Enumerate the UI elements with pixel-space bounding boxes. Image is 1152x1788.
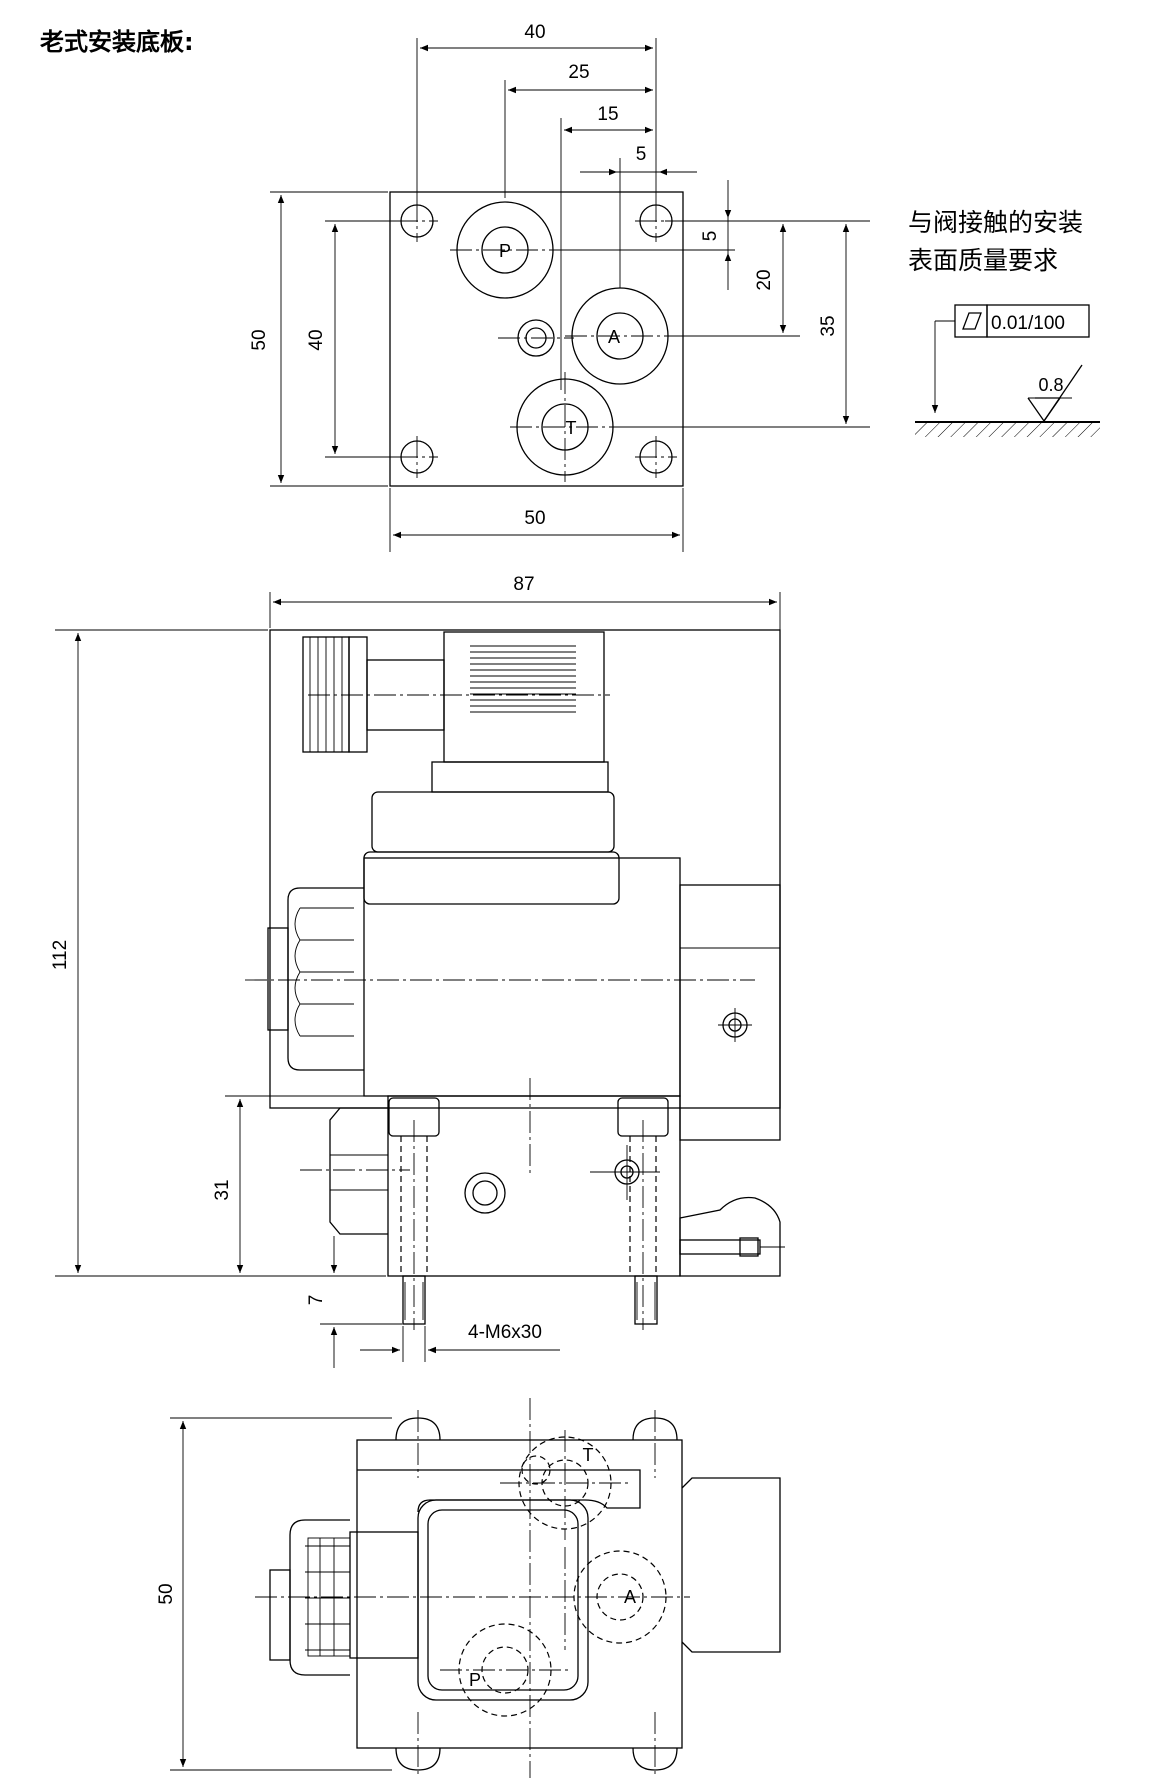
port-a-label-bottom: A [624, 1587, 636, 1607]
dim-20: 20 [754, 269, 775, 290]
valve-bottom-view: T A P 50 [156, 1398, 781, 1778]
drawing-title: 老式安装底板: [40, 28, 194, 56]
dim-4-m6x30: 4-M6x30 [468, 1322, 542, 1343]
dim-87: 87 [513, 574, 534, 595]
bolt-head [395, 1747, 441, 1771]
flatness-icon [962, 312, 982, 330]
solenoid-coil [363, 857, 681, 1097]
bolt-thread-end [402, 1275, 426, 1325]
locating-pin [464, 1172, 506, 1214]
valve-front-view: 87 112 31 7 4-M6x30 [50, 574, 785, 1368]
flatness-symbol-box [954, 304, 988, 338]
dim-50-bottom-view: 50 [156, 1583, 177, 1604]
bolt-head [632, 1747, 678, 1771]
plug-connector [443, 631, 605, 763]
coil-flange [363, 851, 620, 905]
port-p-label: P [499, 241, 511, 261]
roughness-symbol [1027, 397, 1062, 423]
dim-112: 112 [50, 940, 71, 970]
coil-cap [371, 791, 615, 853]
dim-7: 7 [306, 1295, 327, 1306]
hex-plug [329, 1107, 388, 1235]
port-p-label-bottom: P [469, 1670, 481, 1690]
armature-tube [679, 884, 781, 1141]
cutaway-channel [679, 1239, 761, 1255]
dim-50-left: 50 [249, 329, 270, 350]
valve-body [387, 1095, 681, 1277]
dim-40-top: 40 [524, 22, 545, 43]
dim-35: 35 [818, 315, 839, 336]
dim-25: 25 [568, 62, 589, 83]
dim-50-bottom: 50 [524, 508, 545, 529]
flatness-value: 0.01/100 [991, 313, 1065, 334]
cable-gland-bottom [349, 1531, 419, 1659]
surface-requirement-line2: 表面质量要求 [908, 246, 1059, 275]
roughness-value: 0.8 [1038, 375, 1063, 395]
port-t-label: T [566, 418, 577, 438]
dim-31: 31 [212, 1179, 233, 1200]
dim-15: 15 [597, 104, 618, 125]
connector-vent-lines [470, 645, 576, 713]
subplate-top-view: 40 25 15 5 50 40 50 5 20 35 P A T [249, 22, 870, 552]
connector-base [431, 761, 609, 793]
port-a-hidden [573, 1550, 667, 1644]
dim-5-top: 5 [636, 144, 647, 165]
port-a-label: A [608, 327, 620, 347]
sectional-cutaway [679, 1196, 781, 1277]
valve-body-bottom [356, 1439, 683, 1749]
surface-hatching [915, 423, 1100, 437]
surface-requirement-symbol: 0.01/100 0.8 [915, 304, 1100, 437]
flatness-value-box [986, 304, 1090, 338]
port-t-label-bottom: T [583, 1445, 594, 1465]
bolt-thread-end [634, 1275, 658, 1325]
dim-40-left: 40 [306, 329, 327, 350]
dim-5-right: 5 [700, 231, 721, 242]
manual-override-nut [287, 887, 364, 1071]
subplate-outline [389, 191, 684, 487]
surface-requirement-line1: 与阀接触的安装 [908, 208, 1084, 237]
armature-bottom [681, 1477, 781, 1653]
